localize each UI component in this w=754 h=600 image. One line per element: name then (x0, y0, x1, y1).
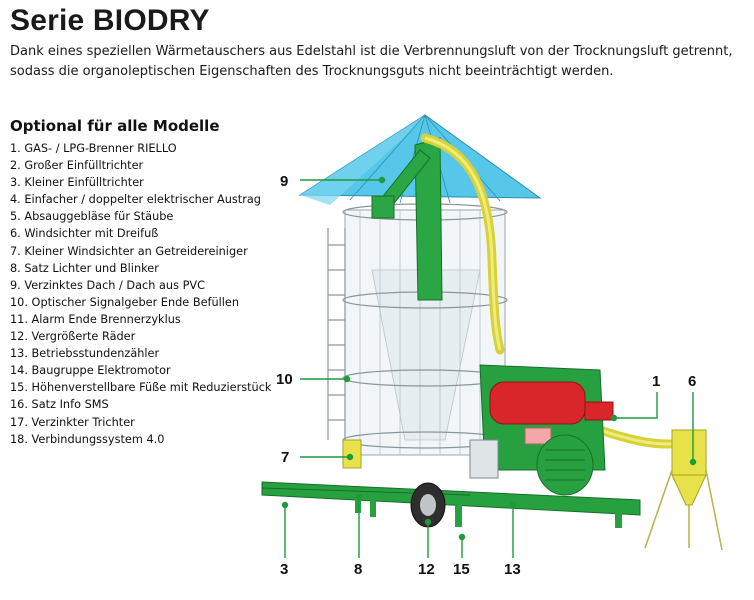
callout-1: 1 (652, 373, 660, 390)
option-item: 9. Verzinktes Dach / Dach aus PVC (10, 278, 205, 292)
callout-13: 13 (504, 561, 521, 578)
callout-6: 6 (688, 373, 696, 390)
callout-15: 15 (453, 561, 470, 578)
option-item: 1. GAS- / LPG-Brenner RIELLO (10, 142, 177, 155)
option-item: 3. Kleiner Einfülltrichter (10, 176, 144, 190)
option-item: 16. Satz Info SMS (10, 398, 109, 412)
callout-3: 3 (280, 561, 288, 578)
options-heading: Optional für alle Modelle (10, 117, 220, 135)
silo-cage (327, 203, 508, 456)
option-item: 4. Einfacher / doppelter elektrischer Au… (10, 193, 261, 207)
callout-9: 9 (280, 173, 288, 190)
option-item: 5. Absauggebläse für Stäube (10, 210, 174, 224)
option-item: 14. Baugruppe Elektromotor (10, 364, 171, 378)
callout-7: 7 (281, 449, 289, 466)
leader-lines (281, 176, 697, 558)
option-item: 2. Großer Einfülltrichter (10, 159, 144, 173)
option-item: 18. Verbindungssystem 4.0 (10, 432, 165, 446)
option-item: 11. Alarm Ende Brennerzyklus (10, 312, 181, 326)
option-item: 8. Satz Lichter und Blinker (10, 261, 159, 275)
option-item: 15. Höhenverstellbare Füße mit Reduziers… (10, 381, 272, 395)
option-item: 12. Vergrößerte Räder (10, 330, 136, 344)
intro-text: Dank eines speziellen Wärmetauschers aus… (10, 44, 733, 79)
option-item: 6. Windsichter mit Dreifuß (10, 227, 159, 241)
chassis (261, 481, 641, 528)
option-item: 17. Verzinkter Trichter (10, 415, 135, 429)
heating-unit (469, 364, 614, 496)
callout-12: 12 (418, 561, 435, 578)
callout-8: 8 (354, 561, 362, 578)
options-list: 1. GAS- / LPG-Brenner RIELLO 2. Großer E… (10, 140, 271, 448)
windsifter-tripod (644, 429, 723, 551)
callout-10: 10 (276, 371, 293, 388)
option-item: 7. Kleiner Windsichter an Getreidereinig… (10, 244, 248, 258)
page-title: Serie BIODRY (10, 4, 210, 37)
bucket-elevator (371, 137, 443, 301)
option-item: 10. Optischer Signalgeber Ende Befüllen (10, 295, 240, 309)
small-windsifter (342, 439, 362, 469)
option-item: 13. Betriebsstundenzähler (10, 347, 160, 361)
